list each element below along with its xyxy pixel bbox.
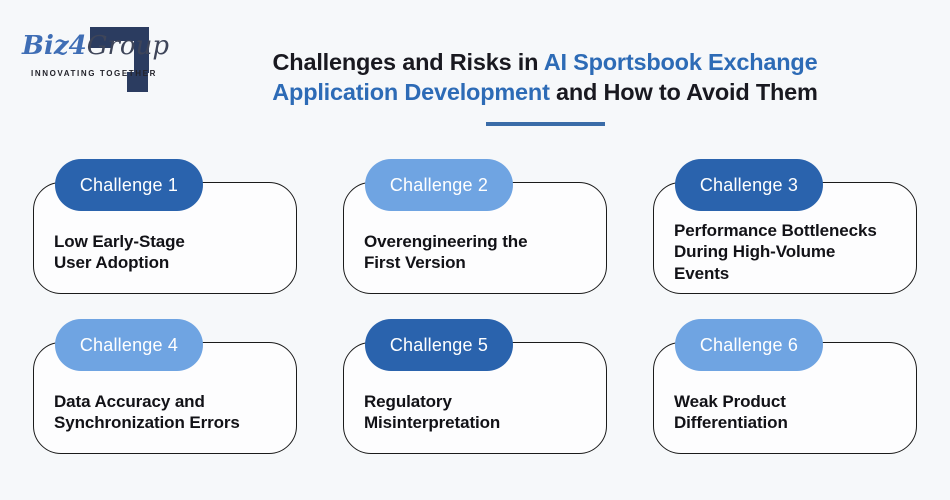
challenge-text: Data Accuracy and Synchronization Errors xyxy=(54,391,240,433)
logo-text-group: Group xyxy=(86,31,169,61)
challenge-card-2: Challenge 2 Overengineering the First Ve… xyxy=(343,159,607,294)
challenge-card-5: Challenge 5 Regulatory Misinterpretation xyxy=(343,319,607,454)
challenge-text: Low Early-Stage User Adoption xyxy=(54,231,185,273)
challenge-text: Weak Product Differentiation xyxy=(674,391,788,433)
logo-text-4: 4 xyxy=(68,31,87,61)
challenge-badge: Challenge 1 xyxy=(55,159,203,211)
challenge-text: Performance Bottlenecks During High-Volu… xyxy=(674,220,877,283)
challenge-card-4: Challenge 4 Data Accuracy and Synchroniz… xyxy=(33,319,297,454)
challenge-card-3: Challenge 3 Performance Bottlenecks Duri… xyxy=(653,159,917,294)
challenge-text: Overengineering the First Version xyxy=(364,231,528,273)
logo-tagline: INNOVATING TOGETHER xyxy=(31,69,157,78)
challenge-card-6: Challenge 6 Weak Product Differentiation xyxy=(653,319,917,454)
biz4group-logo: Biz4Group INNOVATING TOGETHER xyxy=(20,14,190,102)
title-line-2: Application Development and How to Avoid… xyxy=(170,77,920,107)
title-line-2-dark: and How to Avoid Them xyxy=(549,79,818,105)
title-line-1-dark: Challenges and Risks in xyxy=(272,49,544,75)
challenge-card-1: Challenge 1 Low Early-Stage User Adoptio… xyxy=(33,159,297,294)
challenge-badge: Challenge 3 xyxy=(675,159,823,211)
challenges-grid: Challenge 1 Low Early-Stage User Adoptio… xyxy=(33,159,917,454)
logo-text-biz: Biz xyxy=(22,31,69,61)
challenge-text: Regulatory Misinterpretation xyxy=(364,391,501,433)
page-title: Challenges and Risks in AI Sportsbook Ex… xyxy=(170,47,920,126)
challenge-badge: Challenge 6 xyxy=(675,319,823,371)
logo-mark-left-block xyxy=(90,27,112,48)
title-line-1-accent: AI Sportsbook Exchange xyxy=(543,49,818,75)
title-line-2-accent: Application Development xyxy=(272,79,550,105)
challenge-badge: Challenge 2 xyxy=(365,159,513,211)
title-underline xyxy=(485,122,605,126)
logo-mark-right-bar xyxy=(134,27,149,73)
logo-wordmark: Biz4Group xyxy=(22,31,169,61)
challenge-badge: Challenge 5 xyxy=(365,319,513,371)
title-line-1: Challenges and Risks in AI Sportsbook Ex… xyxy=(170,47,920,77)
logo-mark-bottom-block xyxy=(127,72,148,92)
challenge-badge: Challenge 4 xyxy=(55,319,203,371)
